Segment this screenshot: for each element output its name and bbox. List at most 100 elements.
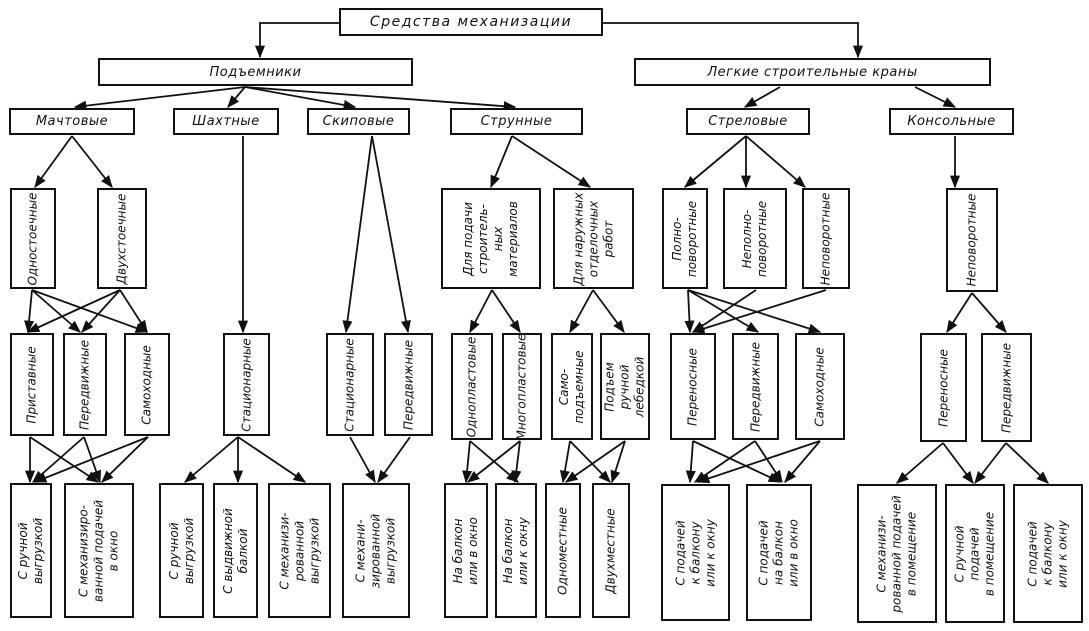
connector-arrow <box>784 440 821 483</box>
node-label: С подачей к балкону или к окну <box>1025 519 1070 588</box>
node-lifts: Подъемники <box>98 58 413 86</box>
connector-arrow <box>244 86 517 112</box>
connector-arrow <box>692 440 782 483</box>
connector-arrow <box>610 440 626 484</box>
node-boom: Стреловые <box>686 108 810 135</box>
node-label: Полно- поворотные <box>670 200 699 277</box>
connector-arrow <box>491 289 521 334</box>
node-self-propelled-mast: Самоходные <box>124 333 170 436</box>
node-mast-manual-unload: С ручной выгрузкой <box>10 483 52 618</box>
node-label: Неполно- поворотные <box>740 200 769 277</box>
connector-arrow <box>377 436 411 484</box>
node-label: С выдвижной балкой <box>220 507 250 594</box>
node-light-cranes: Легкие строительные краны <box>634 58 991 86</box>
node-label: Для наружных отделочных работ <box>571 191 615 286</box>
node-movable-boom: Передвижные <box>732 333 779 440</box>
connector-arrow <box>29 436 100 483</box>
connector-arrow <box>942 442 974 485</box>
connector-arrow <box>237 436 307 483</box>
connector-arrow <box>244 86 357 110</box>
connector-arrow <box>914 86 957 108</box>
node-partial-rotary: Неполно- поворотные <box>723 188 787 289</box>
connector-arrow <box>687 289 822 334</box>
connector-arrow <box>227 86 246 108</box>
node-shaft-manual-unload: С ручной выгрузкой <box>159 483 204 618</box>
node-string-single-seat: Одноместные <box>545 483 581 618</box>
node-double-post: Двухстоечные <box>97 188 147 289</box>
connector-arrow <box>743 86 781 108</box>
node-string-balcony-window-to: На балкон или к окну <box>495 483 537 618</box>
connector-arrow <box>73 86 246 111</box>
connector-arrow <box>31 289 149 333</box>
node-movable-console: Передвижные <box>981 333 1032 442</box>
node-root: Средства механизации <box>339 8 603 36</box>
node-stationary-skip: Стационарные <box>326 333 374 436</box>
node-label: Легкие строительные краны <box>707 64 918 80</box>
node-label: С ручной выгрузкой <box>16 517 45 584</box>
node-label: Скиповые <box>322 114 395 129</box>
node-label: Средства механизации <box>369 14 573 30</box>
node-console: Консольные <box>889 108 1014 135</box>
node-label: Струнные <box>480 114 553 129</box>
connector-arrow <box>564 440 626 483</box>
connector-arrow <box>467 440 521 483</box>
connector-arrow <box>946 292 973 334</box>
node-label: С механизиро- ванной подачей в окно <box>76 499 121 602</box>
connector-arrow <box>696 440 821 484</box>
node-self-lifting: Само- подъемные <box>551 333 593 440</box>
node-string-balcony-window-in: На балкон или в окно <box>444 483 488 618</box>
node-label: На балкон или к окну <box>501 516 530 585</box>
connector-arrow <box>754 440 783 484</box>
node-label: На балкон или в окно <box>451 516 480 585</box>
node-multi-span: Многопластовые <box>502 333 542 440</box>
connector-arrow <box>691 289 827 334</box>
node-label: Для подачи строитель- ных материалов <box>461 200 520 277</box>
node-single-post: Одностоечные <box>10 188 56 289</box>
node-label: С механи- зированной выгрузкой <box>353 513 398 588</box>
connector-arrow <box>371 135 411 334</box>
connector-arrow <box>490 135 513 189</box>
node-for-materials: Для подачи строитель- ных материалов <box>441 188 541 289</box>
node-movable-skip: Передвижные <box>384 333 433 436</box>
node-shaft-mech-unload: С механизи- рованной выгрузкой <box>268 483 331 618</box>
connector-arrow <box>254 22 339 59</box>
node-skip-mech-unload: С механи- зированной выгрузкой <box>342 483 410 618</box>
node-label: Однопластовые <box>464 336 479 437</box>
node-label: С ручной выгрузкой <box>166 517 196 584</box>
node-label: Самоходные <box>139 344 154 425</box>
connector-arrow <box>184 436 239 483</box>
node-label: С ручной подачей в помещение <box>952 511 997 596</box>
connector-arrow <box>342 135 373 334</box>
node-label: Переносные <box>936 348 950 427</box>
node-label: С механизи- рованной подачей в помещение <box>874 494 919 613</box>
node-mast-mech-feed: С механизиро- ванной подачей в окно <box>64 483 134 618</box>
node-console-feed-to-balcony: С подачей к балкону или к окну <box>1013 484 1083 623</box>
connector-arrow <box>33 436 149 483</box>
node-label: Неповоротные <box>818 192 833 285</box>
node-label: Само- подъемные <box>557 349 586 424</box>
node-boom-feed-to-balcony: С подачей к балкону или к окну <box>661 484 730 621</box>
node-console-mech-feed-room: С механизи- рованной подачей в помещение <box>857 484 937 623</box>
connector-arrow <box>592 289 625 334</box>
connector-arrow <box>569 440 611 483</box>
connector-arrow <box>462 440 473 484</box>
connector-arrow <box>974 442 1007 484</box>
connector-arrow <box>603 22 864 59</box>
connector-arrow <box>31 289 81 333</box>
connector-arrow <box>971 292 1007 333</box>
connector-arrow <box>685 440 696 484</box>
node-label: Одностоечные <box>25 191 40 286</box>
connector-arrow <box>511 135 592 188</box>
node-mast: Мачтовые <box>9 108 135 135</box>
node-label: Консольные <box>907 114 996 129</box>
node-movable-mast: Передвижные <box>63 333 107 436</box>
node-non-rotary-console: Неповоротные <box>946 188 998 292</box>
connector-arrow <box>1005 442 1049 484</box>
node-shaft-pullout-beam: С выдвижной балкой <box>213 483 258 618</box>
node-label: Приставные <box>24 345 39 424</box>
node-string: Струнные <box>450 108 583 135</box>
node-label: Стреловые <box>708 114 788 129</box>
node-label: С механизи- рованной выгрузкой <box>277 511 321 590</box>
node-boom-feed-on-balcony: С подачей на балкон или в окно <box>746 484 812 621</box>
